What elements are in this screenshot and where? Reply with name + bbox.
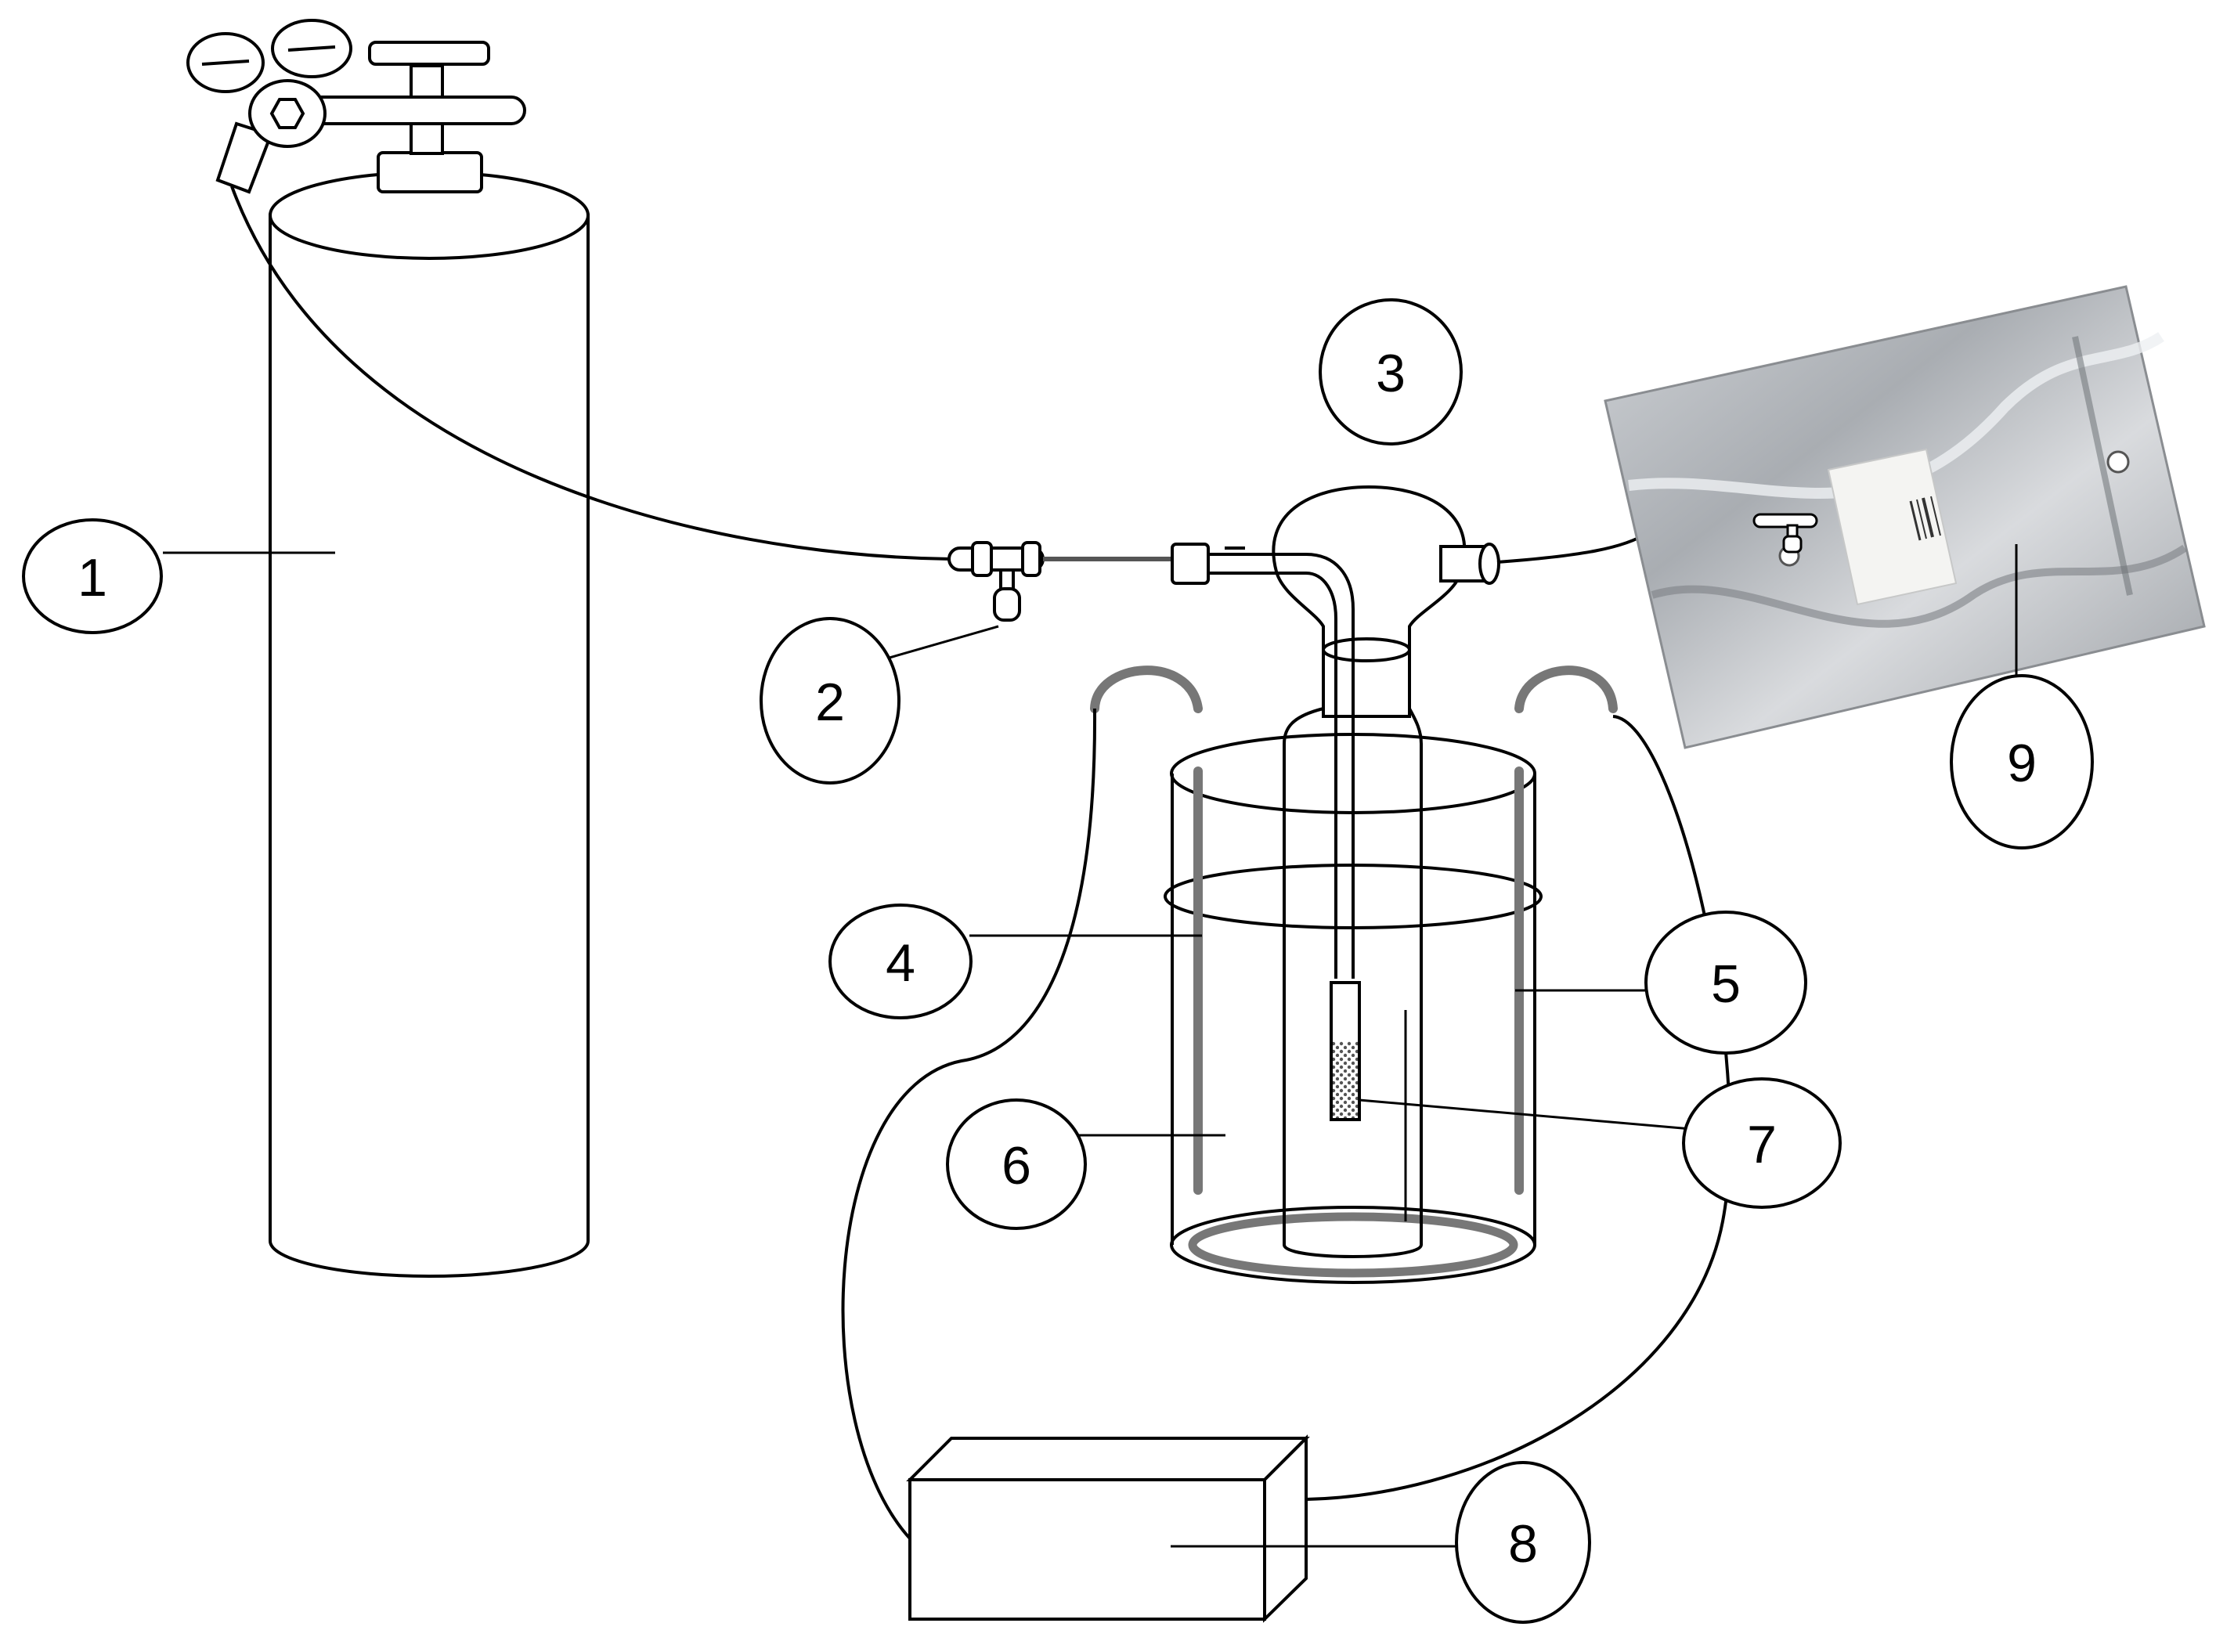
three-way-valve xyxy=(947,541,1045,622)
bag-label xyxy=(1827,448,1958,606)
heating-coil xyxy=(1090,665,1618,1195)
svg-text:5: 5 xyxy=(1711,954,1741,1014)
controller-wire xyxy=(1305,715,1732,1501)
callout-2: 2 xyxy=(760,617,900,785)
gas-line xyxy=(230,186,952,561)
svg-text:3: 3 xyxy=(1376,344,1406,403)
callout-6: 6 xyxy=(946,1098,1087,1230)
svg-text:6: 6 xyxy=(1002,1136,1031,1196)
callout-5: 5 xyxy=(1644,911,1807,1055)
gas-cylinder xyxy=(269,171,590,1278)
gas-sampling-bag xyxy=(1604,285,2206,749)
callout-8: 8 xyxy=(1455,1461,1591,1624)
water-bath xyxy=(1163,733,1543,1284)
callout-1: 1 xyxy=(22,518,163,634)
pressure-regulator xyxy=(186,19,526,194)
barcode-icon xyxy=(1909,496,1941,541)
svg-text:8: 8 xyxy=(1508,1514,1538,1574)
callout-7: 7 xyxy=(1682,1077,1842,1209)
sample-frit xyxy=(1330,981,1361,1121)
hex-nut-icon xyxy=(248,79,327,148)
reaction-vessel xyxy=(1283,637,1423,1258)
callout-3: 3 xyxy=(1319,298,1463,445)
svg-text:1: 1 xyxy=(78,548,107,608)
bag-valve-icon xyxy=(1752,513,1818,554)
callout-9: 9 xyxy=(1950,674,2094,849)
svg-text:9: 9 xyxy=(2007,734,2037,793)
callout-4: 4 xyxy=(828,904,973,1019)
temperature-controller xyxy=(906,1434,1310,1623)
svg-text:4: 4 xyxy=(886,933,915,993)
controller-wire xyxy=(841,708,1097,1540)
svg-text:7: 7 xyxy=(1747,1115,1777,1174)
gas-washing-head xyxy=(1171,485,1500,979)
svg-text:2: 2 xyxy=(815,673,845,732)
